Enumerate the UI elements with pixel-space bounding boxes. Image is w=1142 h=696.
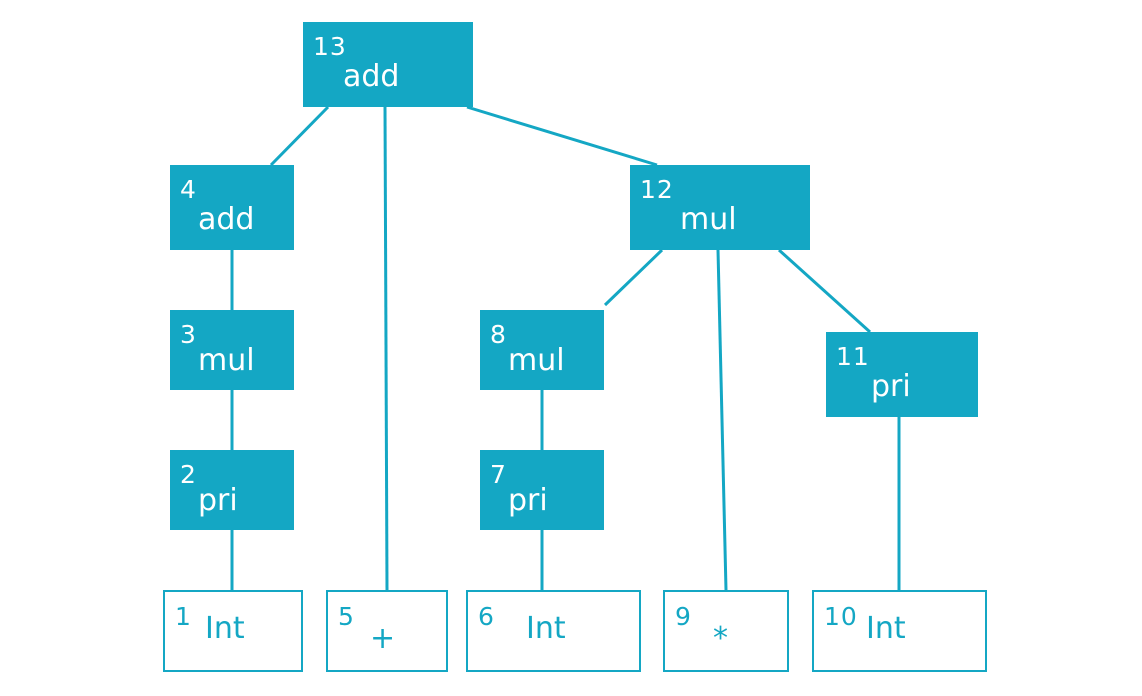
edge-n12-n11 — [777, 248, 872, 334]
node-label: Int — [866, 611, 906, 646]
node-index: 1 — [175, 602, 192, 631]
node-label: pri — [198, 483, 238, 518]
node-label: Int — [526, 611, 566, 646]
edge-n13-n5 — [383, 106, 389, 591]
node-index: 6 — [478, 602, 495, 631]
node-label: add — [198, 202, 255, 237]
edge-n12-n9 — [716, 249, 728, 591]
node-index: 13 — [313, 32, 347, 61]
tree-node-Int-1[interactable]: 1 Int — [163, 590, 303, 672]
edge-n12-n8 — [603, 248, 664, 307]
edge-n13-n4 — [269, 105, 330, 167]
edge-n13-n12 — [466, 105, 658, 167]
node-index: 11 — [836, 342, 870, 371]
node-label: add — [343, 59, 400, 94]
node-label: mul — [680, 202, 737, 237]
node-index: 8 — [490, 320, 507, 349]
node-index: 10 — [824, 602, 858, 631]
node-label: * — [713, 621, 728, 656]
node-label: mul — [198, 343, 255, 378]
node-index: 12 — [640, 175, 674, 204]
node-index: 5 — [338, 602, 355, 631]
node-index: 4 — [180, 175, 197, 204]
node-index: 2 — [180, 460, 197, 489]
node-index: 9 — [675, 602, 692, 631]
tree-node-+-5[interactable]: 5+ — [326, 590, 448, 672]
node-index: 3 — [180, 320, 197, 349]
node-label: + — [370, 621, 396, 656]
node-index: 7 — [490, 460, 507, 489]
tree-node-Int-6[interactable]: 6 Int — [466, 590, 641, 672]
node-label: pri — [508, 483, 548, 518]
tree-node-*-9[interactable]: 9* — [663, 590, 789, 672]
node-label: pri — [871, 369, 911, 404]
tree-node-Int-10[interactable]: 10 Int — [812, 590, 987, 672]
node-label: Int — [205, 611, 245, 646]
node-label: mul — [508, 343, 565, 378]
